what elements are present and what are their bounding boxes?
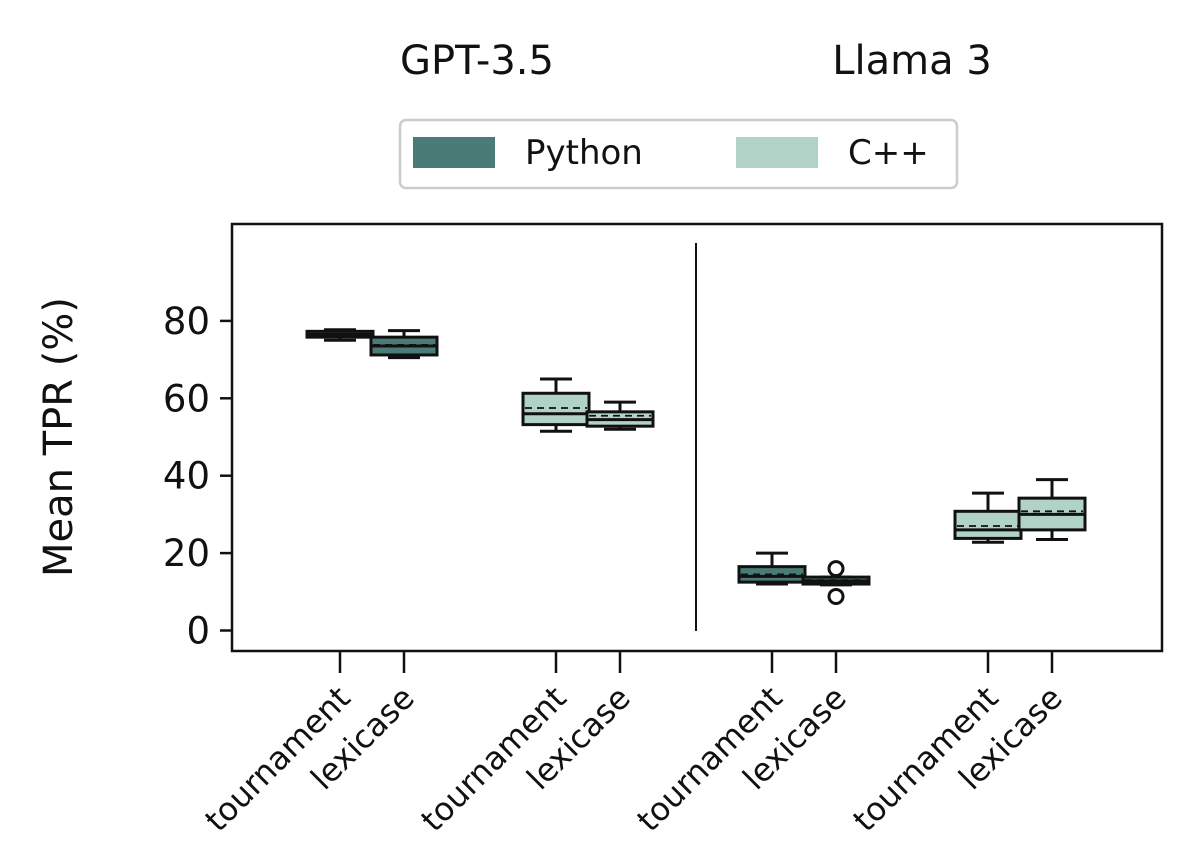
y-tick-label-80: 80 bbox=[163, 300, 210, 343]
box-8 bbox=[1017, 478, 1087, 542]
box-5 bbox=[737, 551, 807, 586]
panel-title-llama3: Llama 3 bbox=[832, 38, 992, 84]
box-iqr bbox=[521, 391, 591, 427]
box-1 bbox=[305, 328, 375, 342]
legend-swatch-python bbox=[413, 137, 495, 168]
legend-label-python: Python bbox=[525, 133, 643, 173]
y-tick-label-60: 60 bbox=[163, 377, 210, 420]
y-tick-label-0: 0 bbox=[186, 610, 210, 653]
box-3 bbox=[521, 377, 591, 433]
y-axis-label: Mean TPR (%) bbox=[36, 297, 82, 577]
y-tick-label-20: 20 bbox=[163, 532, 210, 575]
box-series bbox=[305, 328, 1087, 605]
legend-label-cpp: C++ bbox=[848, 133, 929, 173]
y-tick-label-40: 40 bbox=[163, 455, 210, 498]
panel-title-gpt35: GPT-3.5 bbox=[400, 38, 554, 84]
y-axis-ticks: 0 20 40 60 80 bbox=[163, 300, 232, 653]
box-4 bbox=[585, 400, 655, 431]
outlier-point-2 bbox=[827, 560, 845, 578]
plot-frame bbox=[230, 222, 1164, 653]
x-axis-ticks: tournamentlexicasetournamentlexicasetour… bbox=[197, 651, 1070, 839]
legend-swatch-cpp bbox=[736, 137, 818, 168]
legend: Python C++ bbox=[398, 118, 959, 190]
outlier-point-1 bbox=[827, 587, 845, 605]
box-6 bbox=[801, 560, 871, 605]
box-2 bbox=[369, 329, 439, 360]
box-7 bbox=[953, 491, 1023, 544]
box-iqr bbox=[953, 509, 1023, 540]
